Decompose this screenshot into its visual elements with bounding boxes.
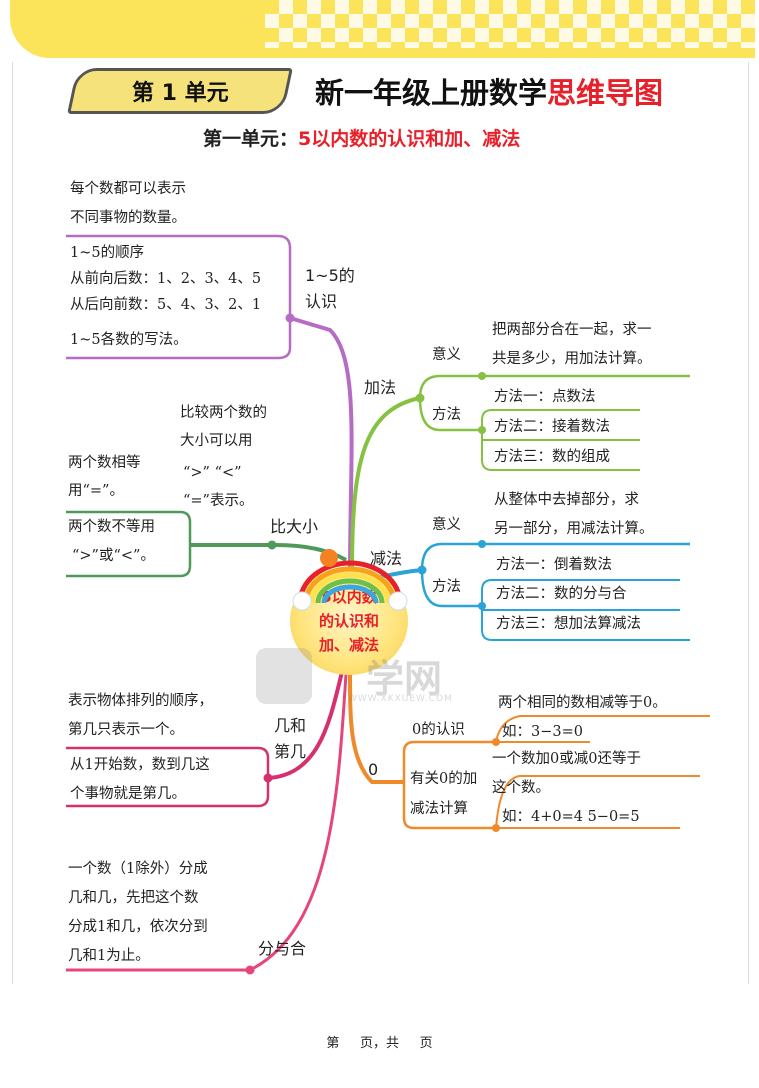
branch-label-recognize-1: 1~5的 bbox=[305, 266, 355, 285]
note-text: 一个数（1除外）分成 bbox=[68, 861, 208, 877]
watermark: 学网 WWW.XKXUEW.COM bbox=[256, 648, 484, 708]
subtraction-method-label: 方法 bbox=[432, 579, 461, 595]
branch-label-zero: 0 bbox=[368, 760, 379, 779]
note-text: 不同事物的数量。 bbox=[70, 210, 186, 226]
center-line-3: 加、减法 bbox=[318, 636, 379, 654]
subtitle-prefix: 第一单元： bbox=[203, 128, 299, 150]
note-text: 比较两个数的 bbox=[180, 405, 267, 421]
rainbow-icon bbox=[292, 560, 408, 611]
note-text: 1~5的顺序 bbox=[70, 245, 145, 261]
zero-calc-label-1: 有关0的加 bbox=[410, 771, 478, 787]
watermark-text: 学网 bbox=[366, 657, 443, 701]
note-text: “>” “<” bbox=[183, 465, 242, 481]
note-text: 几和几，先把这个数 bbox=[68, 890, 199, 906]
note-text: 这个数。 bbox=[492, 780, 550, 796]
branch-label-recognize-2: 认识 bbox=[305, 292, 338, 311]
note-text: “>”或“<”。 bbox=[72, 548, 155, 564]
note-text: 第几只表示一个。 bbox=[68, 722, 184, 738]
page-title-highlight: 思维导图 bbox=[547, 76, 664, 110]
header-checker-pattern bbox=[265, 0, 755, 48]
note-text: 把两部分合在一起，求一 bbox=[492, 322, 652, 338]
note-text: 两个数相等 bbox=[68, 455, 141, 471]
note-text: 一个数加0或减0还等于 bbox=[492, 751, 641, 767]
branch-label-compose: 分与合 bbox=[258, 939, 307, 958]
sun-icon bbox=[320, 549, 338, 567]
note-text: 表示物体排列的顺序， bbox=[68, 693, 213, 709]
note-text: 方法一：倒着数法 bbox=[496, 557, 612, 573]
note-text: 每个数都可以表示 bbox=[70, 181, 186, 197]
note-text: 1~5各数的写法。 bbox=[70, 332, 188, 348]
note-text: 两个相同的数相减等于0。 bbox=[498, 695, 667, 711]
note-text: 方法一：点数法 bbox=[494, 389, 596, 405]
branch-label-subtraction: 减法 bbox=[370, 549, 403, 568]
note-text: 方法二：接着数法 bbox=[494, 419, 610, 435]
page-footer: 第 页，共 页 bbox=[326, 1036, 433, 1051]
branch-label-ordinal-2: 第几 bbox=[274, 742, 307, 761]
note-text: 从前向后数：1、2、3、4、5 bbox=[70, 271, 262, 287]
note-text: 用“=”。 bbox=[68, 483, 124, 499]
zero-recognize-label: 0的认识 bbox=[412, 722, 465, 738]
page-title: 新一年级上册数学思维导图 bbox=[315, 70, 663, 112]
center-line-2: 的认识和 bbox=[318, 612, 379, 630]
note-text: 从后向前数：5、4、3、2、1 bbox=[70, 297, 262, 313]
note-text: 共是多少，用加法计算。 bbox=[492, 351, 652, 367]
branch-label-addition: 加法 bbox=[364, 378, 397, 397]
subtraction-meaning-label: 意义 bbox=[432, 517, 461, 533]
watermark-url: WWW.XKXUEW.COM bbox=[348, 694, 453, 704]
note-text: 从1开始数，数到几这 bbox=[70, 757, 210, 773]
branch-label-ordinal-1: 几和 bbox=[274, 716, 307, 735]
note-text: 分成1和几，依次分到 bbox=[68, 919, 208, 935]
note-text: 个事物就是第几。 bbox=[70, 786, 186, 802]
center-node: 5以内数 的认识和 加、减法 bbox=[290, 549, 408, 675]
watermark-logo-icon bbox=[256, 648, 312, 704]
zero-calc-label-2: 减法计算 bbox=[410, 801, 468, 817]
note-text: 方法三：想加法算减法 bbox=[496, 616, 641, 632]
page-subtitle: 第一单元：5以内数的认识和加、减法 bbox=[203, 124, 520, 151]
note-text: 方法二：数的分与合 bbox=[496, 586, 627, 602]
addition-meaning-label: 意义 bbox=[432, 347, 461, 363]
note-text: 方法三：数的组成 bbox=[494, 449, 610, 465]
page-title-main: 新一年级上册数学 bbox=[315, 76, 548, 110]
note-text: 另一部分，用减法计算。 bbox=[494, 521, 654, 537]
note-text: “=”表示。 bbox=[183, 493, 254, 509]
note-text: 如：3−3=0 bbox=[502, 724, 583, 740]
branch-label-compare: 比大小 bbox=[270, 517, 319, 536]
page-frame bbox=[12, 62, 749, 984]
addition-method-label: 方法 bbox=[432, 407, 461, 423]
subtitle-highlight: 5以内数的认识和加、减法 bbox=[298, 128, 521, 150]
note-text: 从整体中去掉部分，求 bbox=[494, 492, 639, 508]
note-text: 大小可以用 bbox=[180, 433, 253, 449]
note-text: 几和1为止。 bbox=[68, 948, 150, 964]
note-text: 如：4+0=4 5−0=5 bbox=[502, 809, 640, 825]
note-text: 两个数不等用 bbox=[68, 519, 155, 535]
